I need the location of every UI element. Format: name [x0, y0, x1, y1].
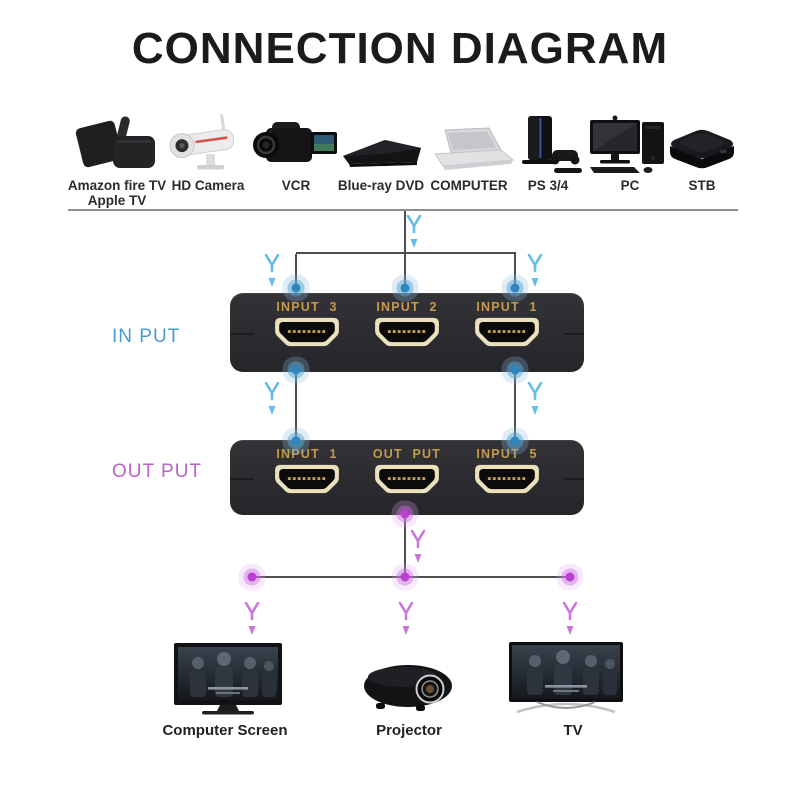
security-camera-icon: [158, 112, 258, 176]
hdmi-port-output-left: INPUT 1: [257, 447, 357, 500]
down-arrow-icon: [527, 382, 543, 415]
camcorder-icon: [246, 112, 346, 176]
output-side-label: OUT PUT: [112, 461, 203, 482]
output-drop-center: [404, 512, 406, 578]
source-device-vcr: VCR: [246, 112, 346, 193]
down-arrow-icon: [406, 215, 422, 248]
connection-dot: [400, 509, 410, 519]
hdmi-port-input-1: INPUT 1: [457, 300, 557, 353]
port-label: OUT PUT: [372, 447, 442, 461]
source-label: HD Camera: [171, 178, 245, 193]
hdmi-port-input-2: INPUT 2: [357, 300, 457, 353]
connection-dot: [565, 572, 575, 582]
connection-dot: [510, 436, 520, 446]
port-label: INPUT 5: [476, 447, 538, 461]
source-label: COMPUTER: [430, 178, 508, 193]
source-label: PC: [620, 178, 640, 193]
input-drop-right: [514, 254, 516, 287]
input-drop-center: [404, 254, 406, 287]
box-seam: [230, 478, 254, 480]
hdmi-port-icon: [375, 317, 439, 347]
source-label: PS 3/4: [527, 178, 569, 193]
fire-tv-icon: [67, 112, 167, 176]
down-arrow-icon: [398, 602, 414, 635]
connection-dot: [510, 283, 520, 293]
source-label: VCR: [281, 178, 311, 193]
monitor-icon: [174, 643, 282, 715]
source-device-bluray: Blue-ray DVD: [331, 112, 431, 193]
hdmi-switch-input-box: INPUT 3 INPUT 2 INPUT 1: [230, 293, 584, 372]
box-seam: [230, 333, 254, 335]
device-bus-line: [68, 209, 738, 211]
source-label: Blue-ray DVD: [337, 178, 425, 193]
down-arrow-icon: [410, 530, 426, 563]
hdmi-port-icon: [475, 464, 539, 494]
source-label: Amazon fire TV Apple TV: [67, 178, 167, 208]
connection-dot: [291, 365, 301, 375]
source-device-hd-camera: HD Camera: [158, 112, 258, 193]
hdmi-port-icon: [375, 464, 439, 494]
hdmi-port-output-center: OUT PUT: [357, 447, 457, 500]
input-distribution-line: [296, 252, 516, 254]
hdmi-port-input-3: INPUT 3: [257, 300, 357, 353]
box-seam: [564, 478, 584, 480]
tv-icon: [509, 642, 623, 714]
source-label: STB: [688, 178, 716, 193]
input-drop-left: [295, 254, 297, 287]
port-label: INPUT 3: [276, 300, 338, 314]
down-arrow-icon: [562, 602, 578, 635]
source-device-fire-tv: Amazon fire TV Apple TV: [67, 112, 167, 208]
input-side-label: IN PUT: [112, 326, 181, 347]
source-device-ps34: PS 3/4: [498, 112, 598, 193]
connection-dot: [291, 283, 301, 293]
set-top-box-icon: [652, 112, 752, 176]
hdmi-port-icon: [475, 317, 539, 347]
connection-dot: [400, 572, 410, 582]
box-seam: [564, 333, 584, 335]
down-arrow-icon: [264, 254, 280, 287]
down-arrow-icon: [527, 254, 543, 287]
page-title: CONNECTION DIAGRAM: [131, 24, 669, 73]
desktop-pc-icon: [580, 112, 680, 176]
hdmi-port-output-right: INPUT 5: [457, 447, 557, 500]
output-distribution-line: [252, 576, 570, 578]
sink-label-tv: TV: [563, 722, 583, 739]
hdmi-port-icon: [275, 464, 339, 494]
down-arrow-icon: [264, 382, 280, 415]
port-label: INPUT 1: [276, 447, 338, 461]
connection-dot: [400, 283, 410, 293]
connection-dot: [291, 436, 301, 446]
loop-link-left: [295, 368, 297, 442]
source-device-pc: PC: [580, 112, 680, 193]
projector-icon: [364, 665, 452, 711]
source-device-computer: COMPUTER: [419, 112, 519, 193]
connection-dot: [510, 365, 520, 375]
bus-drop-center-line: [404, 211, 406, 253]
laptop-icon: [419, 112, 519, 176]
source-device-stb: STB: [652, 112, 752, 193]
connection-dot: [247, 572, 257, 582]
hdmi-port-icon: [275, 317, 339, 347]
sink-label-computer-screen: Computer Screen: [162, 722, 288, 739]
game-console-icon: [498, 112, 598, 176]
hdmi-switch-output-box: INPUT 1 OUT PUT INPUT 5: [230, 440, 584, 515]
loop-link-right: [514, 368, 516, 442]
port-label: INPUT 1: [476, 300, 538, 314]
down-arrow-icon: [244, 602, 260, 635]
port-label: INPUT 2: [376, 300, 438, 314]
sink-label-projector: Projector: [376, 722, 442, 739]
bluray-player-icon: [331, 112, 431, 176]
